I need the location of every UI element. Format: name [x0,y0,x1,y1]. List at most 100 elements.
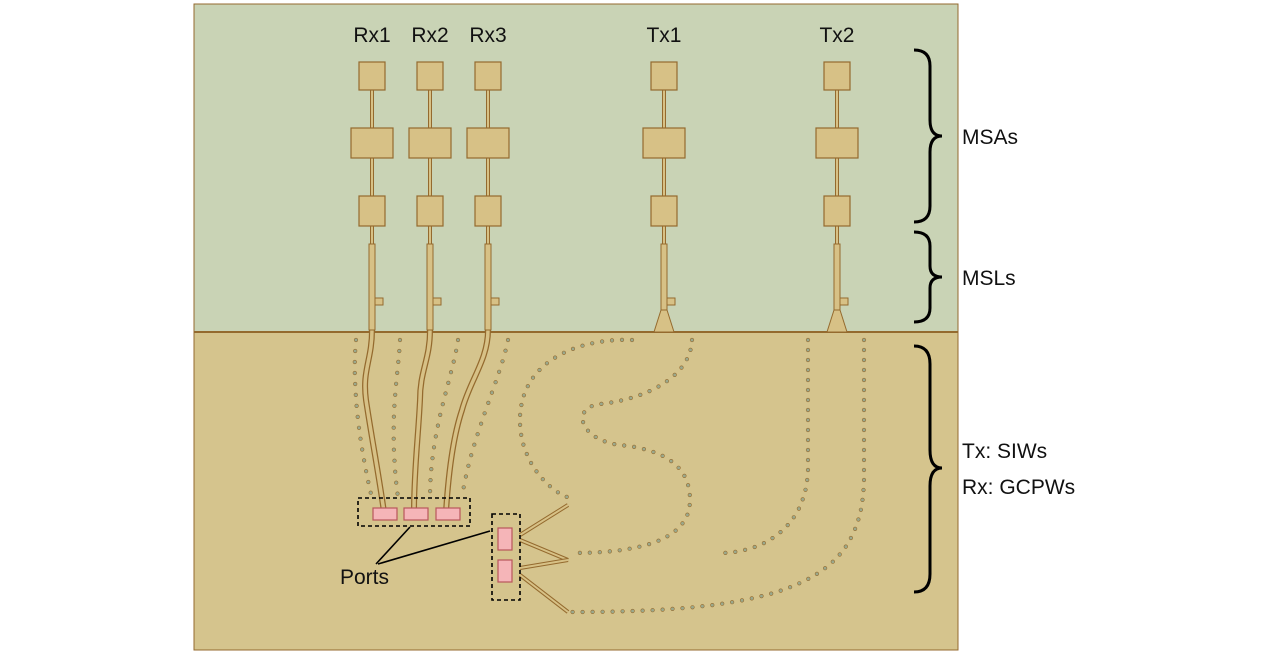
via-rx1-right [391,425,396,430]
brace-msas [913,48,943,224]
patch-element-2 [815,127,859,159]
via-tx2-outer [861,457,867,463]
via-tx2-inner [805,467,811,473]
via-tx2-outer [861,417,867,423]
rx-gcpw-2 [412,329,432,513]
label-ports: Ports [340,566,389,589]
via-tx2-inner [805,367,811,373]
via-tx2-inner [805,477,810,483]
via-tx2-outer [856,517,861,522]
via-tx2-outer [660,607,665,612]
via-tx2-outer [837,552,842,557]
via-tx1-inner [656,384,661,389]
via-tx1-inner [660,453,665,459]
via-rx1-left [353,348,358,354]
tx-transition-4 [519,574,569,613]
via-rx2-right [428,489,433,494]
via-fences [352,337,867,615]
via-tx2-inner [805,387,811,393]
tx-ports-outline [491,513,521,601]
brace-feed [913,344,943,594]
via-rx1-right [397,337,403,343]
via-tx1-outer [521,442,526,447]
via-rx1-right [391,436,396,441]
via-tx1-inner [647,389,652,394]
patch-element-3 [474,195,502,227]
via-tx1-inner [656,538,661,543]
via-tx2-outer [650,608,655,613]
via-tx1-inner [582,410,587,415]
via-tx2-outer [720,601,725,606]
via-tx1-outer [590,341,595,346]
via-tx1-outer [555,490,561,495]
via-tx2-outer [852,526,858,532]
patch-element-1 [650,61,678,91]
label-msls: MSLs [962,267,1016,290]
via-tx1-outer [534,469,539,474]
via-rx1-left [368,490,373,495]
patch-element-1 [416,61,444,91]
label-tx1: Tx1 [646,24,681,47]
via-rx1-left [364,469,369,474]
patch-element-3 [416,195,444,227]
via-tx2-outer [640,608,645,613]
via-tx2-outer [861,407,867,413]
via-tx1-inner [602,439,607,444]
via-rx2-right [428,478,433,483]
label-msas: MSAs [962,126,1018,149]
via-tx1-outer [552,355,558,360]
via-rx1-left [354,403,359,409]
via-rx1-left [355,414,360,420]
via-tx2-outer [710,602,715,608]
via-tx2-outer [630,608,635,614]
via-tx1-inner [688,347,693,353]
via-tx1-outer [528,460,534,466]
via-tx2-inner [761,540,767,546]
via-tx2-outer [759,593,764,599]
via-tx1-outer [540,477,545,482]
via-rx3-right [469,453,474,458]
via-rx1-left [352,370,357,376]
via-tx1-inner [680,521,685,526]
via-tx1-inner [580,420,586,425]
via-tx2-inner [805,457,811,463]
via-tx1-inner [637,544,642,549]
via-tx2-outer [861,437,867,443]
patch-element-3 [650,195,678,227]
via-tx2-outer [861,447,867,453]
antenna-rx3 [466,61,510,331]
via-tx2-inner [805,437,811,443]
via-tx2-outer [814,571,820,577]
antenna-rx1 [350,61,394,331]
tx-transition-1 [519,504,569,536]
via-tx2-outer [610,609,615,614]
msl-section [484,243,492,331]
via-tx1-inner [628,395,633,401]
patch-element-1 [358,61,386,91]
via-rx2-right [429,467,434,472]
via-tx2-outer [848,535,854,541]
via-tx2-inner [805,357,811,363]
via-tx2-inner [805,337,811,343]
via-tx1-outer [570,346,576,352]
via-tx2-inner [805,397,811,403]
via-tx2-outer [700,604,705,609]
via-tx2-outer [861,377,867,383]
via-rx3-right [482,411,487,416]
via-tx2-outer [690,605,695,610]
via-tx2-outer [806,576,811,582]
via-tx1-inner [646,541,652,547]
via-rx1-right [392,458,397,463]
via-tx1-outer [599,339,605,344]
msa-substrate [193,3,959,335]
patch-element-2 [408,127,452,159]
via-tx1-inner [587,550,592,555]
via-rx3-right [493,380,498,385]
via-tx2-outer [729,600,735,605]
via-rx3-right [489,390,495,395]
via-tx2-outer [600,609,605,614]
via-tx2-outer [830,559,835,564]
via-tx1-inner [638,392,643,398]
via-tx1-outer [547,484,553,489]
